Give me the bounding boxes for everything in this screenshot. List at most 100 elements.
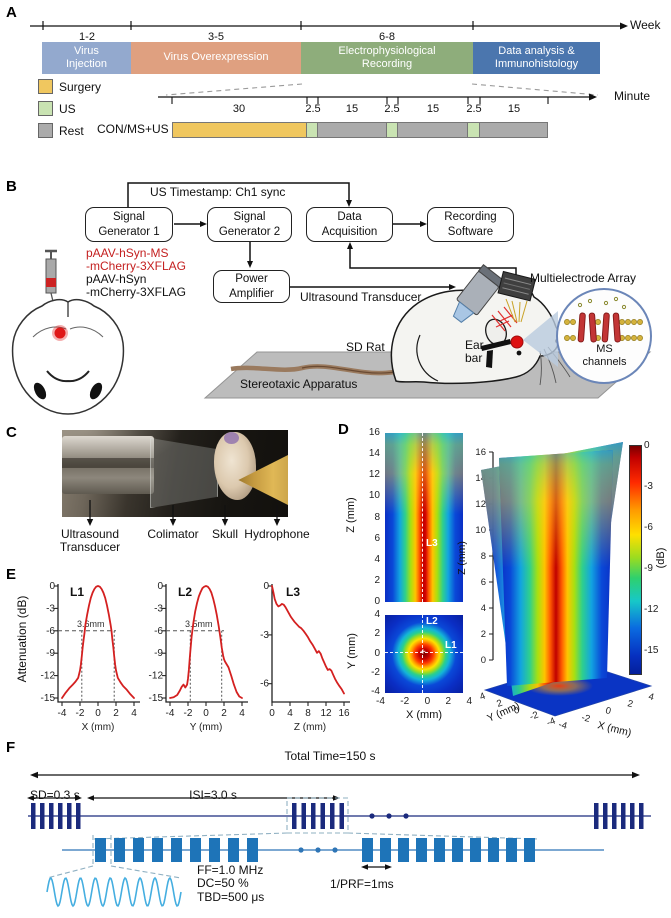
l1-lateral-beam-profile-curve [61, 585, 135, 699]
week-tick-3-5: 3-5 [208, 31, 224, 43]
svg-text:8: 8 [305, 708, 311, 719]
zoom-dash-left [165, 83, 303, 96]
burst-ellipsis-dots [369, 813, 409, 819]
data-acquisition-box: Data Acquisition [306, 207, 393, 242]
setup-photograph [62, 430, 288, 517]
svg-text:2: 2 [626, 698, 634, 710]
panel-c-label: C [6, 424, 17, 441]
l3-axial-beam-profile-curve [271, 585, 345, 695]
week-tick-1-2: 1-2 [79, 31, 95, 43]
l2-width-annotation: 3.5mm [185, 619, 213, 629]
svg-text:16: 16 [475, 447, 486, 458]
svg-text:12: 12 [320, 708, 332, 719]
total-time-label: Total Time=150 s [284, 749, 376, 763]
minute-seg-2b: 2.5 [384, 103, 400, 115]
colorbar-unit-label: (dB) [655, 547, 667, 569]
ear-bar-label: Ear bar [465, 338, 484, 366]
svg-text:4: 4 [287, 708, 293, 719]
l3-x-axis-label: Z (mm) [294, 722, 326, 733]
burst-expand-dash-left [93, 832, 288, 840]
l2-dashed-line [422, 615, 423, 693]
p3d-x-ticks: -4 -2 0 2 4 [557, 691, 655, 732]
pulse-group-left [95, 838, 258, 862]
sine-expand-dash-right [110, 865, 182, 879]
rat-eye [516, 350, 522, 356]
svg-text:-2: -2 [76, 708, 85, 719]
p3d-xz-slab [499, 450, 613, 686]
svg-text:0: 0 [203, 708, 209, 719]
panel-b-label: B [6, 178, 17, 195]
svg-text:0: 0 [604, 705, 612, 717]
transducer-label: Ultrasound Transducer [300, 290, 422, 304]
sync-label: US Timestamp: Ch1 sync [150, 185, 286, 199]
panel-c-arrows [86, 500, 281, 526]
l1-width-annotation: 3.6mm [77, 619, 105, 629]
minute-seg-2a: 2.5 [305, 103, 321, 115]
inset-pointer-triangle [523, 311, 558, 367]
photo-skull-fragment [214, 432, 256, 500]
ms-channels-inset [556, 288, 652, 384]
zx-z-axis-label: Z (mm) [345, 497, 357, 533]
multielectrode-array-icon [497, 270, 537, 302]
l1-x-axis-label: X (mm) [82, 722, 115, 733]
minute-seg-15b: 15 [426, 103, 440, 115]
svg-text:4: 4 [239, 708, 245, 719]
sg2-amp-arrowhead [247, 261, 253, 268]
proto-seg-us-2 [387, 122, 398, 138]
surgery-label: Surgery [59, 79, 102, 94]
l1-dashed-line [385, 652, 463, 653]
svg-text:-2: -2 [580, 712, 591, 725]
minute-seg-15c: 15 [507, 103, 521, 115]
caption-ultrasound-transducer: Ultrasound Transducer [59, 527, 121, 555]
ms-channel-proteins [577, 312, 621, 343]
proto-seg-us-3 [468, 122, 480, 138]
protocol-group-label: CON/MS+US [97, 122, 169, 136]
virus-construct-control-label: pAAV-hSyn -mCherry-3XFLAG [86, 272, 187, 300]
cb-tick-9: -9 [644, 563, 653, 574]
svg-text:-6: -6 [260, 679, 269, 690]
svg-text:-9: -9 [46, 648, 55, 659]
l2-x-axis-label: Y (mm) [190, 722, 223, 733]
rest-label: Rest [59, 123, 84, 138]
svg-text:-4: -4 [58, 708, 67, 719]
focus-center-mark: + [420, 647, 426, 658]
p3d-y-axis-label: Y (mm) [485, 700, 521, 725]
head-transducer-icon [452, 264, 505, 323]
proto-seg-surgery [172, 122, 307, 138]
svg-text:-12: -12 [149, 671, 164, 682]
pulse-ellipsis-dots [298, 847, 338, 853]
l1-line-label: L1 [445, 640, 457, 651]
panel-a-label: A [6, 4, 17, 21]
week-axis-arrowhead [620, 22, 628, 30]
p3d-z-axis-label: Z (mm) [456, 541, 468, 575]
apparatus-label: Stereotaxic Apparatus [240, 377, 358, 391]
svg-text:6: 6 [481, 577, 486, 588]
svg-text:16: 16 [338, 708, 350, 719]
week-axis-label: Week [630, 18, 661, 32]
svg-text:0: 0 [157, 581, 163, 592]
svg-text:0: 0 [269, 708, 275, 719]
prf-label: 1/PRF=1ms [330, 877, 394, 891]
cb-tick-3: -3 [644, 481, 653, 492]
svg-text:4: 4 [131, 708, 137, 719]
rat-illustration [230, 285, 571, 386]
pulse-params-label: FF=1.0 MHz DC=50 % TBD=500 μs [197, 863, 265, 904]
svg-text:0: 0 [263, 581, 269, 592]
array-daq-wire [349, 247, 517, 279]
zoom-dash-right [471, 83, 599, 96]
stage-virus-overexpression: Virus Overexpression [131, 42, 301, 74]
surgery-swatch [38, 79, 53, 94]
signal-generator-2-box: Signal Generator 2 [207, 207, 292, 242]
brain-section-illustration [11, 299, 125, 415]
panel-f-timing-diagram [27, 771, 651, 908]
sg1-sg2-arrowhead [200, 221, 207, 227]
power-amplifier-box: Power Amplifier [213, 270, 290, 303]
minute-axis-label: Minute [614, 89, 651, 103]
caption-arrowheads [86, 519, 281, 526]
caption-arrows [89, 500, 278, 521]
